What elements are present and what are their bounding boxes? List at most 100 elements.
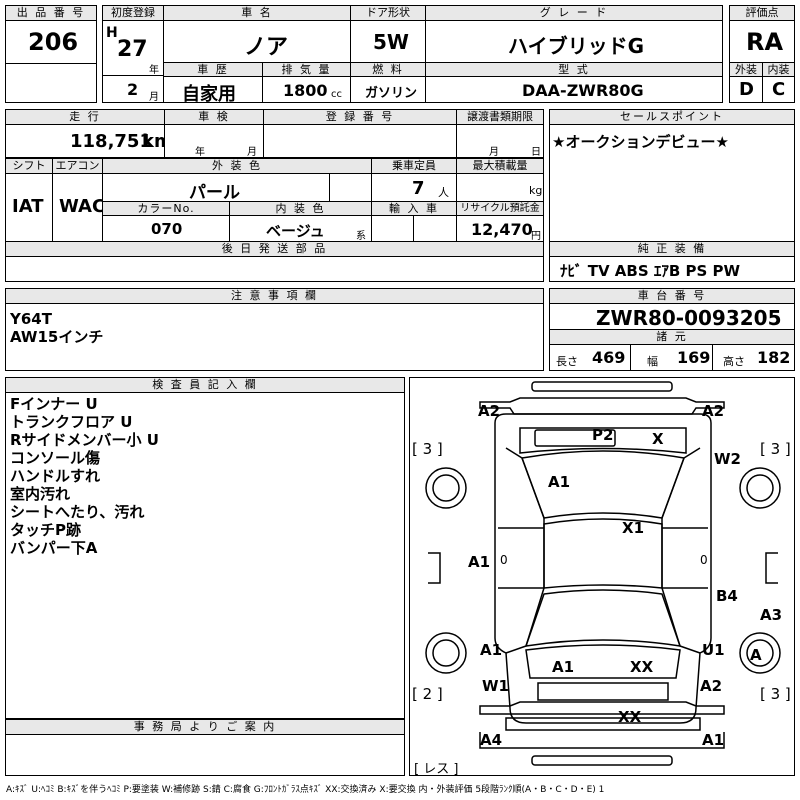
grade-header: グ レ ー ド — [425, 5, 723, 21]
mark-right-wheel: A — [750, 646, 762, 664]
year-unit: 年 — [149, 65, 159, 76]
score: RA — [746, 28, 784, 56]
mileage-unit: km — [142, 131, 164, 152]
inspector-header: 検 査 員 記 入 欄 — [5, 377, 405, 393]
mark-left-rear: A1 — [480, 641, 503, 659]
chassis-header: 車 台 番 号 — [549, 288, 795, 304]
specs-header: 諸 元 — [549, 329, 795, 345]
car-name: ノア — [244, 35, 289, 60]
sales-point-header: セールスポイント — [549, 109, 795, 125]
lot-blank — [5, 63, 97, 103]
mark-roof: X1 — [622, 519, 645, 537]
mark-windshield: A1 — [548, 473, 571, 491]
bracket-front-left: [ 3 ] — [412, 440, 443, 458]
mark-front-left: A2 — [478, 402, 501, 420]
reg-month: 2 — [127, 80, 139, 99]
score-header: 評価点 — [729, 5, 795, 21]
int-color-box: ベージュ 系 — [229, 215, 372, 242]
import-header: 輸 入 車 — [371, 201, 457, 216]
grade-box: ハイブリッドG — [425, 20, 723, 63]
inspector-note: タッチP跡 — [10, 521, 81, 539]
first-registration-header: 初度登録 — [102, 5, 164, 21]
displacement-box: 1800 cc — [262, 76, 351, 103]
equipment-box: ﾅﾋﾞ TV ABS ｴｱB PS PW — [549, 256, 795, 282]
displacement-unit: cc — [331, 89, 342, 100]
mileage-box: 118,751 km — [5, 124, 165, 158]
insp-month-unit: 月 — [247, 147, 257, 158]
interior-score-box: C — [762, 76, 795, 103]
door-box: 5W — [350, 20, 426, 63]
displacement: 1800 — [283, 81, 328, 100]
sales-point-box: ★オークションデビュー★ — [549, 124, 795, 257]
legend: A:ｷｽﾞ U:ﾍｺﾐ B:ｷｽﾞを伴うﾍｺﾐ P:要塗装 W:補修跡 S:錆 … — [6, 785, 605, 795]
load-box: kg — [456, 173, 544, 202]
transfer-box: 月 日 — [456, 124, 544, 158]
mileage: 118,751 — [70, 131, 152, 152]
recycle-header: リサイクル預託金 — [456, 201, 544, 216]
reg-year: 27 — [117, 37, 148, 62]
bracket-front-right: [ 3 ] — [760, 440, 791, 458]
inspector-note: 室内汚れ — [10, 485, 71, 503]
interior-score: C — [772, 79, 786, 100]
capacity-header: 乗車定員 — [371, 158, 457, 174]
mark-less: [ レス ] — [414, 762, 459, 776]
recycle-unit: 円 — [531, 231, 541, 242]
fuel-header: 燃 料 — [350, 62, 426, 77]
int-color: ベージュ — [266, 222, 325, 240]
caution-line: AW15インチ — [10, 328, 104, 346]
chassis-box: ZWR80-0093205 — [549, 303, 795, 330]
height-box: 高さ 182 — [712, 344, 795, 371]
lot-number-header: 出 品 番 号 — [5, 5, 97, 21]
width: 169 — [677, 348, 711, 367]
door-type: 5W — [373, 30, 409, 54]
mark-left-door: A1 — [468, 553, 491, 571]
lot-number-box: 206 — [5, 20, 97, 64]
inspector-box: Fインナー U トランクフロア U Rサイドメンバー小 U コンソール傷 ハンド… — [5, 392, 405, 719]
width-box: 幅 169 — [630, 344, 713, 371]
car-outline — [425, 381, 781, 766]
mark-right-side: A3 — [760, 606, 783, 624]
mark-rear-left-a4: A4 — [480, 731, 503, 749]
office-box — [5, 734, 405, 776]
shift-header: シフト — [5, 158, 53, 174]
mark-right-u1: U1 — [702, 641, 725, 659]
insp-year-unit: 年 — [195, 147, 205, 158]
exterior-score-box: D — [729, 76, 763, 103]
mark-front-right: A2 — [702, 402, 725, 420]
model-header: 型 式 — [425, 62, 723, 77]
length-box: 長さ 469 — [549, 344, 631, 371]
score-box: RA — [729, 20, 795, 63]
shift: IAT — [12, 196, 44, 217]
length: 469 — [592, 348, 626, 367]
bracket-rear-left: [ 2 ] — [412, 685, 443, 703]
lot-number: 206 — [28, 28, 79, 56]
recycle-box: 12,470 円 — [456, 215, 544, 242]
equipment-header: 純 正 装 備 — [549, 241, 795, 257]
inspector-note: Rサイドメンバー小 U — [10, 431, 159, 449]
history-header: 車 歴 — [163, 62, 263, 77]
inspector-note: トランクフロア U — [10, 413, 133, 431]
ext-color-box: パール — [102, 173, 330, 202]
capacity-unit: 人 — [438, 186, 449, 199]
int-color-header: 内 装 色 — [229, 201, 372, 216]
history: 自家用 — [182, 84, 236, 103]
inspector-note: シートへたり、汚れ — [10, 503, 145, 521]
reg-month-box: 2 月 — [102, 75, 164, 103]
transfer-month-unit: 月 — [489, 147, 499, 158]
fuel: ガソリン — [365, 86, 418, 101]
caution-line: Y64T — [10, 310, 52, 328]
ac: WAC — [59, 196, 103, 217]
import-box-b — [413, 215, 457, 242]
mark-hood-p2: P2 — [592, 426, 614, 444]
int-color-unit: 系 — [356, 231, 366, 242]
door-header: ドア形状 — [350, 5, 426, 21]
later-parts-header: 後 日 発 送 部 品 — [5, 241, 544, 257]
ext-color: パール — [189, 183, 240, 202]
capacity-box: 7 人 — [371, 173, 457, 202]
model-box: DAA-ZWR80G — [425, 76, 723, 103]
mark-hood-x: X — [652, 430, 664, 448]
height-label: 高さ — [723, 355, 745, 368]
color-no: 070 — [151, 220, 183, 238]
exterior-header: 外装 — [729, 62, 763, 77]
recycle: 12,470 — [471, 220, 533, 239]
